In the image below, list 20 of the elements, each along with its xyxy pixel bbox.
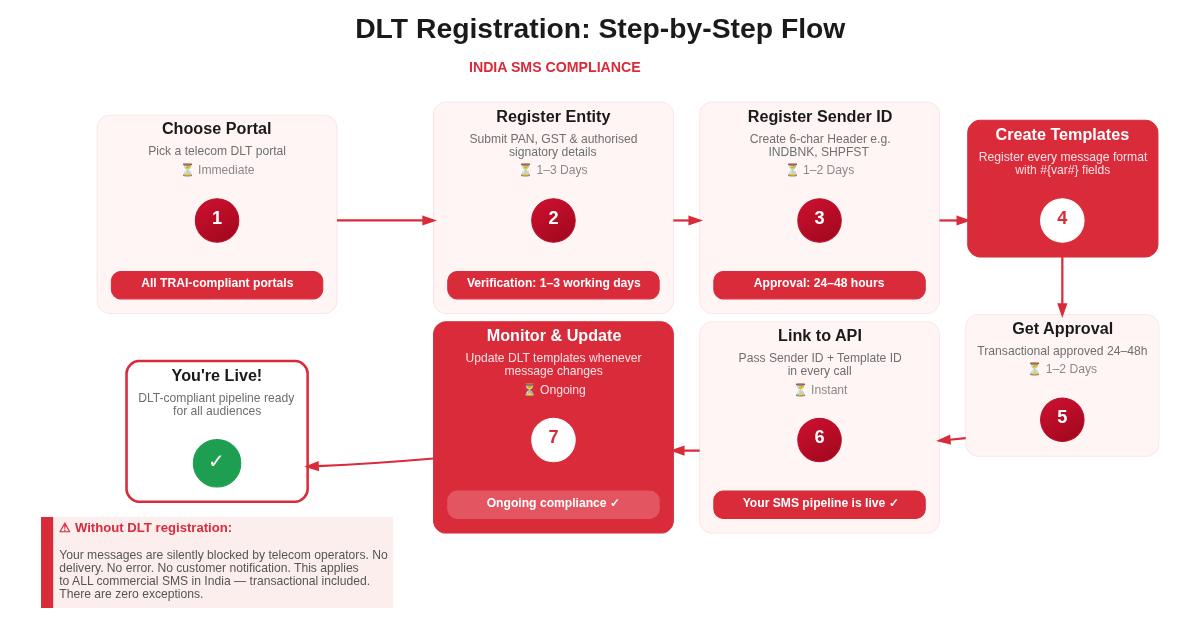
node-box: Verification: 1–3 working days <box>447 271 660 300</box>
node-circle: 6 <box>797 417 842 463</box>
node-circle: 5 <box>1040 397 1085 443</box>
arrow <box>336 215 437 226</box>
node-circle: 7 <box>531 417 576 463</box>
arrow <box>936 434 966 445</box>
node-box: Approval: 24–48 hours <box>713 271 926 300</box>
node-circle: 1 <box>194 198 240 243</box>
node-box: All TRAI-compliant portals <box>110 271 324 300</box>
arrow <box>304 457 434 472</box>
node-circle: ✓ <box>192 439 242 488</box>
node-box: Your SMS pipeline is live ✓ <box>713 490 926 519</box>
node-circle: 4 <box>1040 198 1085 243</box>
node-circle: 3 <box>797 198 842 243</box>
label: INDIA SMS COMPLIANCE <box>468 59 641 76</box>
arrow <box>673 215 704 226</box>
arrow <box>1057 256 1068 318</box>
node-circle: 2 <box>531 198 576 243</box>
node-box: Ongoing compliance ✓ <box>447 490 660 519</box>
diagram-title: DLT Registration: Step-by-Step Flow <box>355 11 846 44</box>
